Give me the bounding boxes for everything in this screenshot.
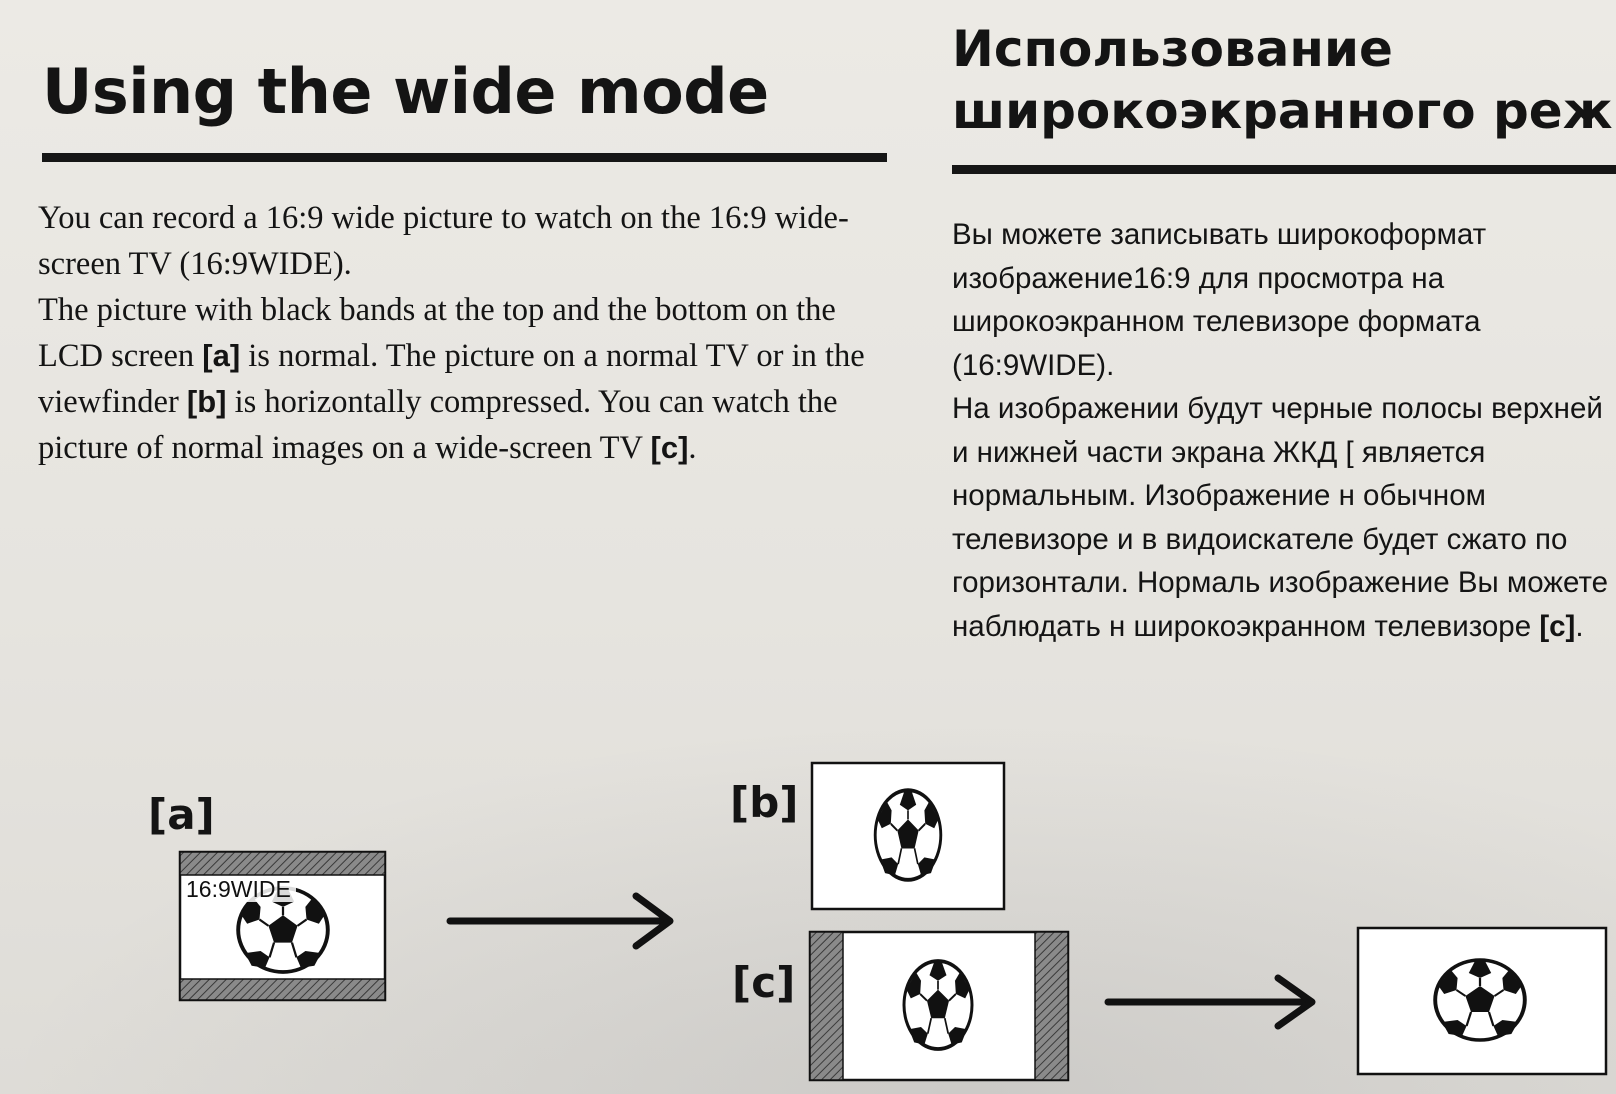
label-a: [a] xyxy=(148,790,215,839)
english-p2-text-c: is horizontally compressed. You can watc… xyxy=(38,384,838,466)
lcd-screen-a: 16:9WIDE xyxy=(178,850,387,1002)
widescreen-tv-c xyxy=(808,930,1070,1082)
english-p2-text-a: The picture with black bands at the top … xyxy=(38,292,836,374)
russian-p2-text: На изображении будут черные полосы верхн… xyxy=(952,392,1609,643)
russian-body: Вы можете записывать широкоформат изобра… xyxy=(952,213,1616,648)
soccer-ball-icon-result xyxy=(1433,958,1527,1042)
soccer-ball-icon-c xyxy=(902,959,974,1051)
english-p1-text: You can record a 16:9 wide picture to wa… xyxy=(38,200,849,282)
lcd-wide-indicator: 16:9WIDE xyxy=(186,876,291,902)
english-paragraph-2: The picture with black bands at the top … xyxy=(38,287,898,471)
english-paragraph-1: You can record a 16:9 wide picture to wa… xyxy=(38,195,898,287)
russian-title-line-1: Использование xyxy=(952,20,1393,78)
english-ref-b: [b] xyxy=(186,384,227,419)
label-c: [c] xyxy=(732,958,796,1007)
widescreen-tv-result xyxy=(1356,926,1608,1076)
russian-p1-text: Вы можете записывать широкоформат изобра… xyxy=(952,218,1487,382)
russian-paragraph-2: На изображении будут черные полосы верхн… xyxy=(952,387,1616,648)
arrow-right-icon-2 xyxy=(1104,974,1316,1030)
arrow-right-icon-1 xyxy=(446,892,674,950)
english-p2-text-b: is normal. The picture on a normal TV or… xyxy=(38,338,865,420)
soccer-ball-icon-b xyxy=(873,788,943,882)
english-title: Using the wide mode xyxy=(42,55,769,128)
english-p2-end: . xyxy=(688,430,697,466)
english-title-rule xyxy=(42,153,887,162)
english-ref-a: [a] xyxy=(202,338,241,373)
russian-title-line-2: широкоэкранного реж xyxy=(952,82,1613,140)
viewfinder-screen-b xyxy=(810,761,1006,911)
russian-title-rule xyxy=(952,165,1616,174)
label-b: [b] xyxy=(730,778,799,827)
russian-p2-end: . xyxy=(1575,609,1584,643)
russian-paragraph-1: Вы можете записывать широкоформат изобра… xyxy=(952,213,1616,387)
english-ref-c: [c] xyxy=(650,430,689,465)
english-body: You can record a 16:9 wide picture to wa… xyxy=(38,195,898,471)
russian-ref-c: [c] xyxy=(1539,609,1576,643)
